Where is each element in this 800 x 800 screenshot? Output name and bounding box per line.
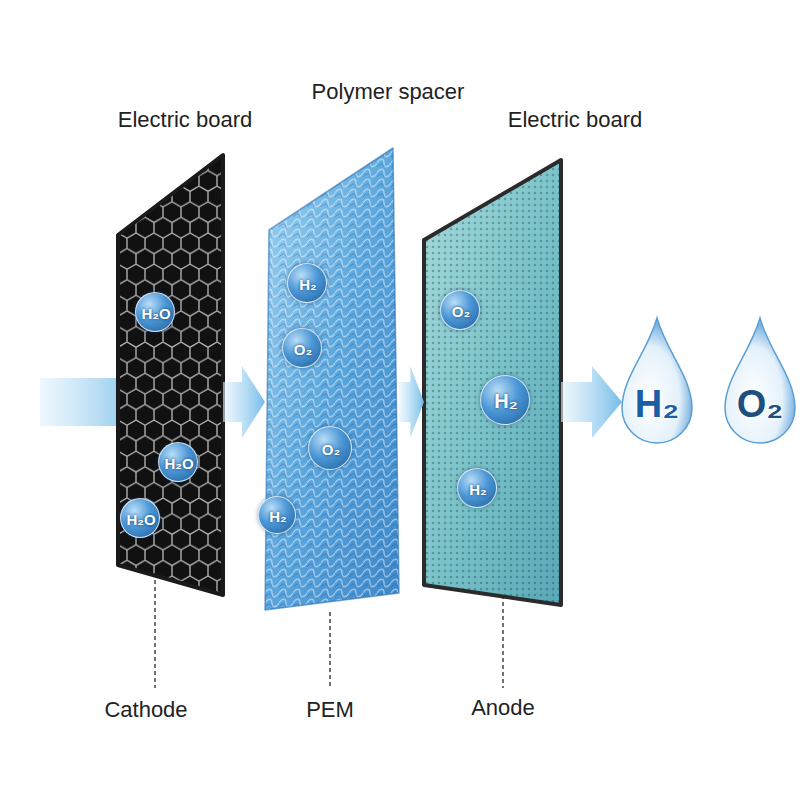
leader-line xyxy=(502,595,504,688)
panel-heading: Electric board xyxy=(118,109,253,131)
electrode-panel: Electric boardCathodeH₂OH₂OH₂O xyxy=(118,155,223,595)
flow-arrow xyxy=(561,366,622,438)
product-label: H₂ xyxy=(635,385,679,423)
molecule-bubble: H₂ xyxy=(480,375,530,425)
droplet-shape xyxy=(622,318,692,443)
leader-line xyxy=(154,580,156,688)
molecule-label: H₂O xyxy=(126,512,155,527)
molecule-label: O₂ xyxy=(452,304,470,319)
molecule-bubble: O₂ xyxy=(308,426,352,470)
molecule-label: H₂ xyxy=(494,391,517,411)
panel-label: Cathode xyxy=(104,699,187,721)
product-label: O₂ xyxy=(737,385,783,423)
molecule-bubble: H₂O xyxy=(120,498,160,538)
flow-arrow xyxy=(223,366,265,438)
leader-line xyxy=(329,612,331,688)
flow-arrow-shape xyxy=(223,366,265,438)
panel-label: Anode xyxy=(471,697,535,719)
molecule-bubble: H₂ xyxy=(287,263,327,303)
molecule-bubble: H₂O xyxy=(135,292,175,332)
droplet-shape xyxy=(725,318,795,443)
molecule-label: H₂ xyxy=(269,509,287,524)
electrode-panel: Electric boardAnodeO₂H₂H₂ xyxy=(424,160,561,605)
product-droplet: H₂ xyxy=(622,318,692,443)
molecule-bubble: O₂ xyxy=(440,290,480,330)
membrane-panel xyxy=(265,148,399,610)
molecule-bubble: H₂ xyxy=(457,468,497,508)
electrode-panel: Polymer spacerPEMH₂O₂O₂H₂ xyxy=(265,148,399,610)
molecule-bubble: H₂O xyxy=(158,442,198,482)
molecule-bubble: H₂ xyxy=(258,496,296,534)
molecule-bubble: O₂ xyxy=(282,328,322,368)
product-droplet: O₂ xyxy=(725,318,795,443)
molecule-label: H₂O xyxy=(164,456,193,471)
molecule-label: O₂ xyxy=(294,342,312,357)
flow-arrow-shape xyxy=(561,366,622,438)
flow-arrow xyxy=(399,366,424,438)
molecule-label: H₂O xyxy=(141,306,170,321)
molecule-label: H₂ xyxy=(299,277,317,292)
panel-heading: Polymer spacer xyxy=(312,81,465,103)
panel-heading: Electric board xyxy=(508,109,643,131)
molecule-label: H₂ xyxy=(469,482,487,497)
molecule-label: O₂ xyxy=(322,442,340,457)
flow-arrow-shape xyxy=(399,366,424,438)
panel-label: PEM xyxy=(306,699,354,721)
